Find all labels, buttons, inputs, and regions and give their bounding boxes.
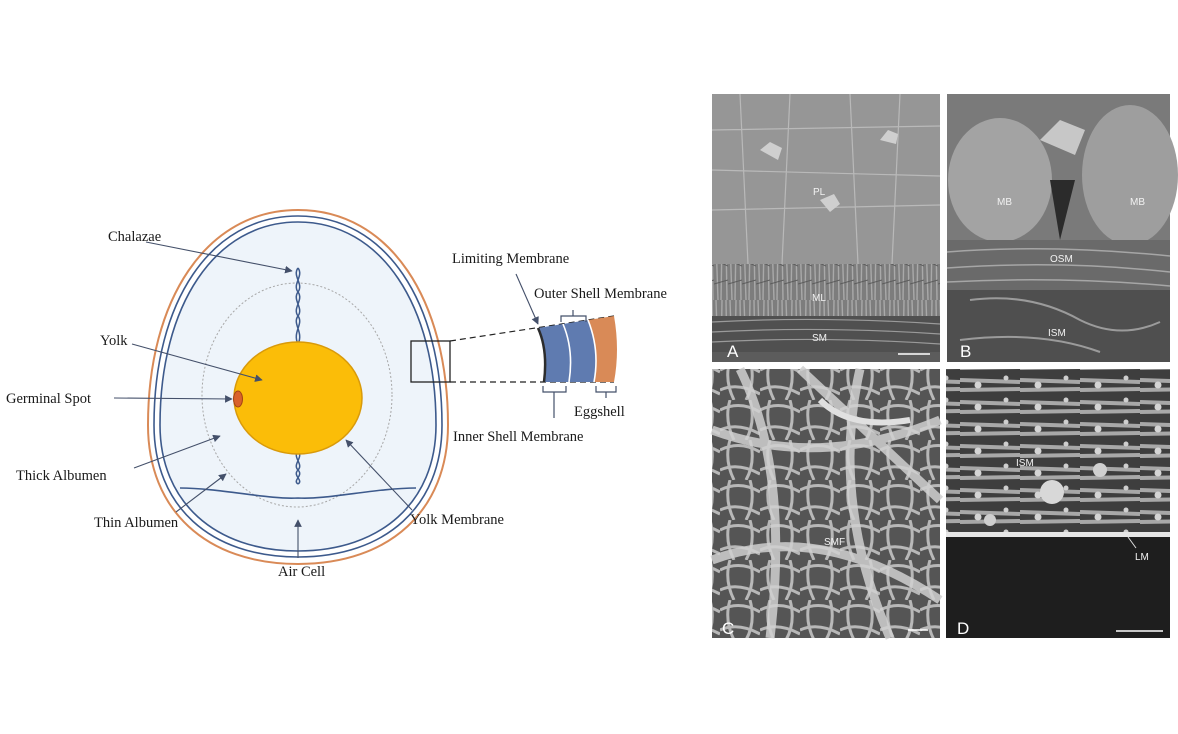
sem-b-panel-letter: B [960, 342, 971, 361]
sem-c-label-smf: SMF [824, 537, 845, 548]
sem-panel-c: SMF C [710, 365, 944, 640]
sem-panel-b: MB MB OSM ISM B [946, 94, 1178, 362]
eggshell-layer [588, 316, 617, 382]
chalazae-label: Chalazae [108, 229, 161, 245]
limiting-membrane-layer [536, 327, 547, 383]
inner-shell-membrane-label: Inner Shell Membrane [453, 429, 583, 445]
outer-shell-membrane-label: Outer Shell Membrane [534, 286, 667, 302]
sem-c-panel-letter: C [722, 619, 734, 638]
chalaza-top [295, 267, 301, 345]
yolk-arrow [131, 343, 263, 382]
chalazae-arrow [145, 241, 293, 274]
inner-membrane-bracket [542, 386, 567, 418]
shell-cross-section [536, 316, 617, 383]
zoom-box [410, 340, 451, 383]
sem-panel-a: PL ML SM A [711, 93, 941, 362]
egg-diagram: Chalazae Yolk Germinal Spot Thick Albume… [6, 208, 667, 580]
thick-albumen-boundary [201, 282, 393, 508]
thick-albumen-label: Thick Albumen [16, 468, 107, 484]
zoom-line-top [449, 315, 615, 342]
sem-d-panel-letter: D [957, 619, 969, 638]
eggshell-outline [146, 208, 450, 566]
germinal-spot-label: Germinal Spot [6, 391, 91, 407]
air-cell-label: Air Cell [278, 564, 325, 580]
sem-a-label-ml: ML [812, 293, 826, 304]
thin-albumen-label: Thin Albumen [94, 515, 179, 531]
sem-d-label-lm: LM [1135, 552, 1149, 563]
sem-a-label-sm: SM [812, 333, 827, 344]
sem-d-label-ism: ISM [1016, 458, 1034, 469]
germinal-spot-arrow [113, 395, 233, 403]
sem-panel-d: ISM LM D [946, 369, 1170, 638]
lm-pointer [1127, 536, 1137, 549]
chalaza-bottom [295, 449, 301, 485]
thin-albumen-arrow [175, 473, 227, 513]
limiting-membrane-arrow [515, 273, 539, 325]
eggshell-bracket [595, 386, 617, 398]
sem-image-c [712, 369, 940, 638]
sem-b-label-ism: ISM [1048, 328, 1066, 339]
air-cell [179, 487, 417, 500]
sem-image-d [946, 369, 1170, 539]
sem-b-label-mb-right: MB [1130, 197, 1145, 208]
eggshell-label: Eggshell [574, 404, 625, 420]
germinal-spot [233, 390, 243, 408]
sem-a-label-pl: PL [813, 187, 826, 198]
yolk-membrane-arrow [345, 439, 413, 511]
sem-b-label-mb-left: MB [997, 197, 1012, 208]
sem-b-label-osm: OSM [1050, 254, 1073, 265]
limiting-membrane-label: Limiting Membrane [452, 251, 569, 267]
sem-a-panel-letter: A [727, 342, 739, 361]
yolk [233, 341, 363, 455]
outer-membrane-bracket [560, 310, 587, 322]
thick-albumen-arrow [133, 434, 221, 469]
yolk-label: Yolk [100, 333, 128, 349]
yolk-membrane-label: Yolk Membrane [410, 512, 504, 528]
